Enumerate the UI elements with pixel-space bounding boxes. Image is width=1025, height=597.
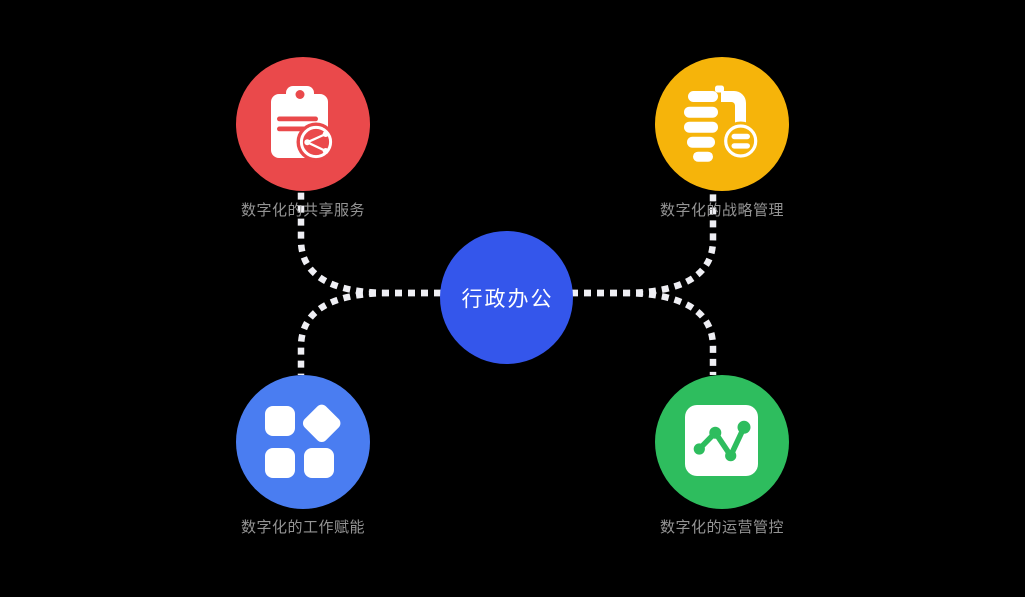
node-shared-services — [236, 57, 370, 191]
connector-top-left — [297, 192, 441, 297]
line-chart-icon — [685, 405, 758, 476]
node-operations — [655, 375, 789, 509]
node-label-shared-services: 数字化的共享服务 — [240, 202, 365, 219]
strategy-list-icon — [684, 85, 761, 162]
node-label-strategy: 数字化的战略管理 — [659, 202, 784, 219]
node-center-administrative-office: 行政办公 — [440, 231, 573, 364]
node-label-work-empowerment: 数字化的工作赋能 — [240, 519, 365, 536]
connector-bottom-right — [571, 289, 717, 375]
node-label-operations: 数字化的运营管控 — [659, 519, 784, 536]
clipboard-share-icon — [271, 86, 336, 162]
center-node-label: 行政办公 — [461, 287, 554, 311]
apps-grid-icon — [265, 404, 341, 478]
node-work-empowerment — [236, 375, 370, 509]
connector-bottom-left — [297, 289, 441, 375]
node-strategy — [655, 57, 789, 191]
connector-top-right — [571, 192, 717, 297]
